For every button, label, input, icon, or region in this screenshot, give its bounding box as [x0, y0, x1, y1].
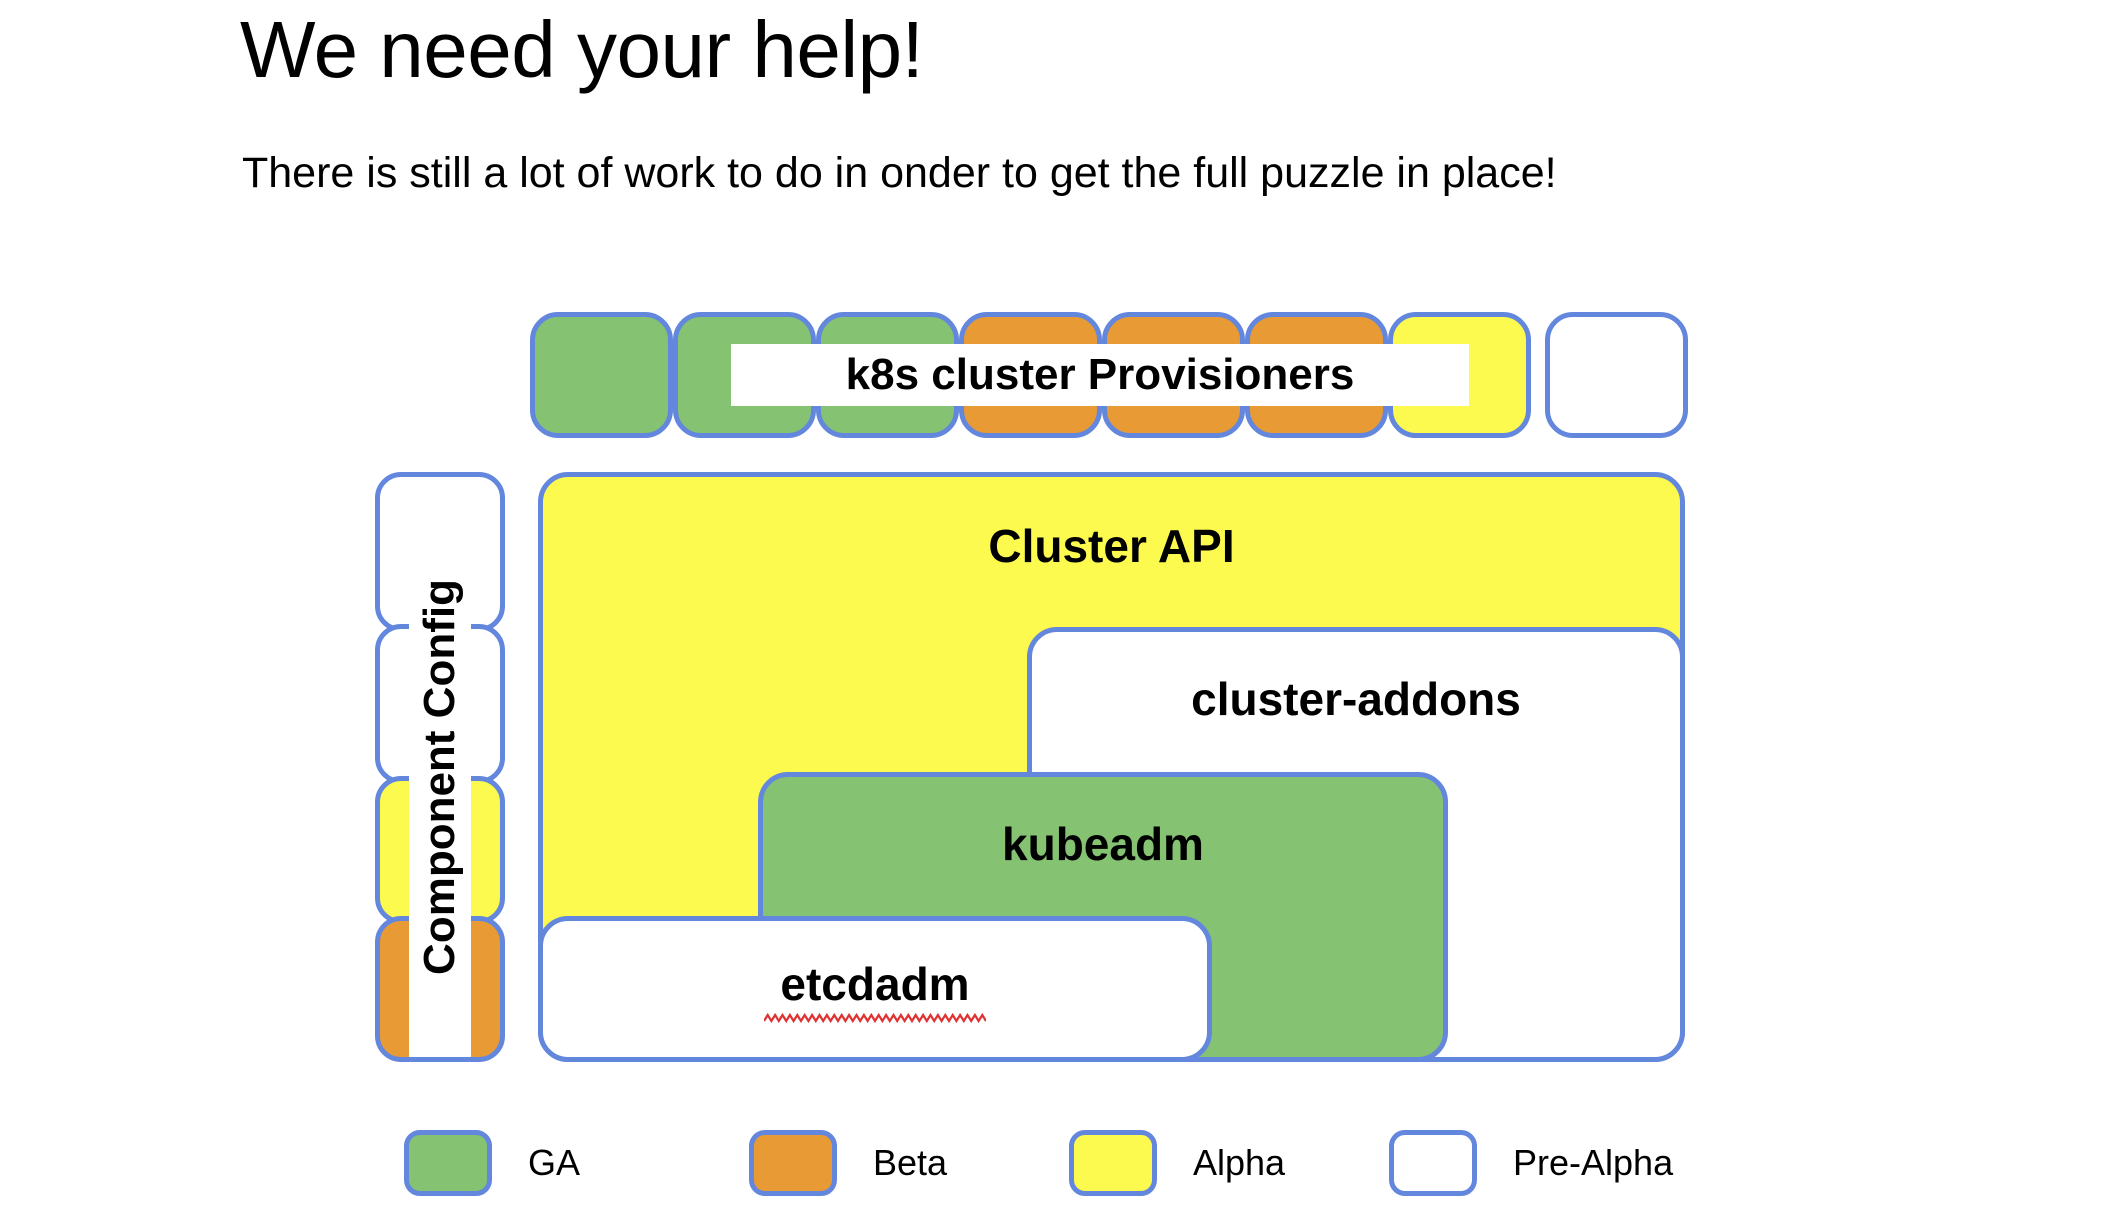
page-subtitle: There is still a lot of work to do in on… — [242, 149, 1557, 197]
node-cluster-api-label: Cluster API — [988, 520, 1235, 572]
node-etcdadm[interactable]: etcdadm — [538, 916, 1212, 1062]
page-title: We need your help! — [240, 5, 924, 94]
legend-label: Pre-Alpha — [1513, 1142, 1674, 1183]
spellcheck-underline-icon — [764, 1013, 986, 1023]
legend-swatch-yellow — [1069, 1130, 1157, 1196]
legend-label: GA — [528, 1142, 581, 1183]
provisioner-box-8[interactable] — [1545, 312, 1688, 438]
component-config-label: Component Config — [415, 579, 465, 975]
legend-swatch-white — [1389, 1130, 1477, 1196]
legend-item-beta: Beta — [749, 1128, 947, 1198]
legend-item-pre-alpha: Pre-Alpha — [1389, 1128, 1673, 1198]
legend-label: Beta — [873, 1142, 948, 1183]
legend-item-alpha: Alpha — [1069, 1128, 1285, 1198]
legend: GA Beta Alpha Pre-Alpha — [404, 1128, 1724, 1198]
provisioners-label: k8s cluster Provisioners — [845, 350, 1355, 399]
legend-swatch-orange — [749, 1130, 837, 1196]
node-cluster-addons-label: cluster-addons — [1191, 673, 1521, 725]
node-etcdadm-label: etcdadm — [780, 958, 970, 1010]
provisioners-label-band: k8s cluster Provisioners — [731, 344, 1469, 406]
component-config-label-band: Component Config — [409, 497, 471, 1057]
legend-item-ga: GA — [404, 1128, 580, 1198]
node-kubeadm-label: kubeadm — [1002, 818, 1204, 870]
provisioner-box-1[interactable] — [530, 312, 673, 438]
legend-label: Alpha — [1193, 1142, 1286, 1183]
legend-swatch-green — [404, 1130, 492, 1196]
